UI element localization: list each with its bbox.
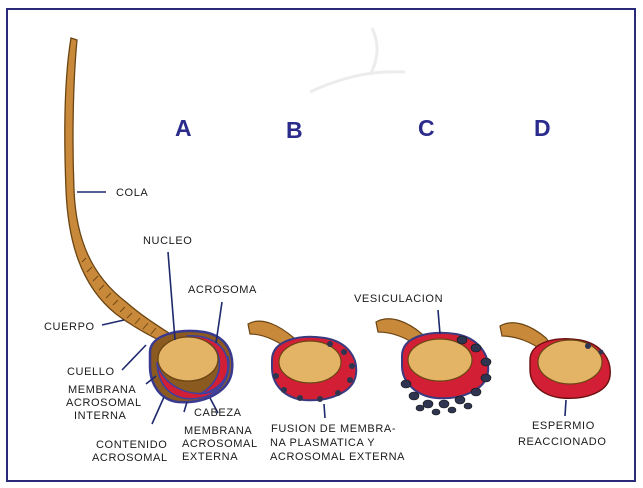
label-line: MEMBRANA [184, 425, 252, 437]
sperm-a [64, 37, 234, 404]
background-sketch [309, 27, 406, 94]
leader-espermio [564, 399, 567, 417]
panel-label-c: C [418, 115, 435, 141]
label-espermio-reaccionado: ESPERMIO REACCIONADO [518, 420, 607, 448]
label-membrana-acrosomal-interna: MEMBRANA ACROSOMAL INTERNA [66, 384, 142, 422]
body-cuerpo-striations [81, 257, 157, 335]
label-line: INTERNA [74, 410, 127, 422]
panel-label-d: D [534, 115, 551, 141]
sperm-c [375, 318, 492, 416]
nucleus [157, 336, 219, 382]
label-line: REACCIONADO [518, 436, 607, 448]
leader-membrana-interna [145, 375, 157, 385]
label-acrosoma: ACROSOMA [188, 284, 257, 296]
sperm-d-residual-dot [598, 349, 604, 355]
label-line: NA PLASMATICA Y [270, 437, 375, 449]
sperm-b [247, 320, 358, 402]
leader-contenido [151, 396, 165, 425]
leader-cuello [121, 344, 147, 371]
label-line: ACROSOMAL [92, 452, 168, 464]
label-line: ACROSOMAL EXTERNA [270, 451, 405, 463]
leader-nucleo [167, 251, 176, 341]
label-contenido-acrosomal: CONTENIDO ACROSOMAL [92, 439, 168, 464]
leader-vesiculacion [437, 309, 441, 335]
label-cuello: CUELLO [67, 366, 115, 378]
sperm-d-residual-dot [585, 343, 591, 349]
leader-fusion [323, 403, 326, 419]
leader-cuerpo [101, 319, 125, 326]
label-line: ACROSOMAL [66, 397, 142, 409]
label-cola: COLA [116, 187, 148, 199]
label-cuerpo: CUERPO [44, 321, 95, 333]
panel-label-a: A [175, 115, 192, 141]
sperm-d [499, 322, 611, 399]
leader-cabeza [183, 401, 188, 413]
sperm-b-fusion-dots [273, 341, 355, 402]
acrosomal-content [156, 355, 230, 400]
label-vesiculacion: VESICULACION [354, 293, 443, 305]
leader-membrana-externa [209, 397, 219, 414]
label-line: CONTENIDO [96, 439, 167, 451]
label-line: EXTERNA [182, 451, 238, 463]
label-line: ACROSOMAL [182, 438, 258, 450]
leader-lines [77, 191, 567, 425]
label-cabeza: CABEZA [194, 407, 242, 419]
leader-acrosoma [215, 301, 223, 344]
label-line: FUSION DE MEMBRA- [271, 423, 396, 435]
label-fusion: FUSION DE MEMBRA- NA PLASMATICA Y ACROSO… [270, 423, 405, 463]
label-line: MEMBRANA [68, 384, 136, 396]
sperm-c-nucleus [407, 338, 473, 382]
label-line: ESPERMIO [532, 420, 595, 432]
label-membrana-acrosomal-externa: MEMBRANA ACROSOMAL EXTERNA [182, 425, 258, 463]
sperm-b-nucleus [278, 340, 342, 384]
sperm-d-nucleus [537, 339, 603, 385]
sperm-c-vesicles [400, 335, 492, 416]
panel-label-b: B [286, 117, 303, 143]
label-nucleo: NUCLEO [143, 235, 192, 247]
